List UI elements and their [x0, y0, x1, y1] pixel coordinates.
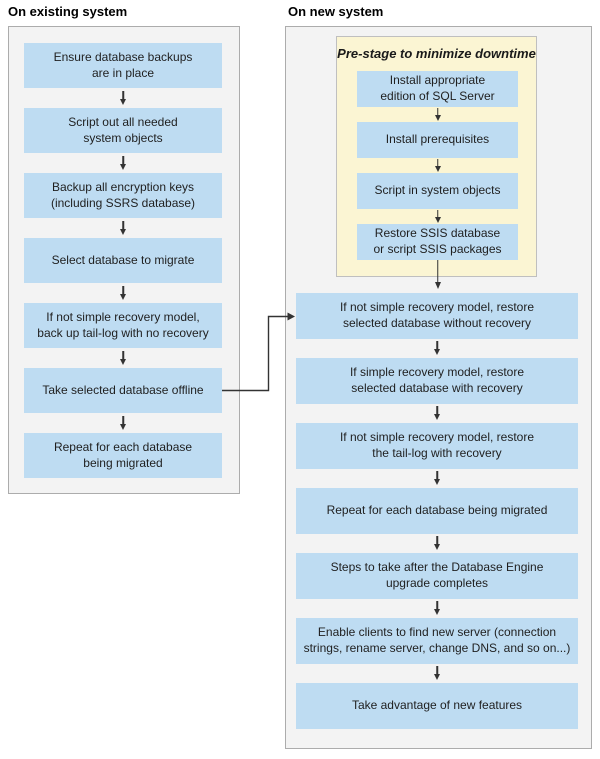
new-step-new-features: Take advantage of new features: [296, 683, 578, 729]
down-arrow-icon: [296, 339, 578, 358]
down-arrow-icon: [24, 348, 222, 368]
existing-step-ensure-backups: Ensure database backups are in place: [24, 43, 222, 88]
down-arrow-icon: [24, 413, 222, 433]
existing-step-backup-encryption-keys: Backup all encryption keys (including SS…: [24, 173, 222, 218]
new-step-restore-with-recovery: If simple recovery model, restore select…: [296, 358, 578, 404]
existing-system-panel: Ensure database backups are in place Scr…: [8, 26, 240, 494]
new-step-post-upgrade-steps: Steps to take after the Database Engine …: [296, 553, 578, 599]
prestage-exit-down-arrow-icon: [423, 260, 452, 292]
down-arrow-icon: [24, 283, 222, 303]
down-arrow-icon: [24, 88, 222, 108]
down-arrow-icon: [357, 209, 518, 224]
existing-step-backup-taillog: If not simple recovery model, back up ta…: [24, 303, 222, 348]
new-step-enable-clients: Enable clients to find new server (conne…: [296, 618, 578, 664]
prestage-step-install-prerequisites: Install prerequisites: [357, 122, 518, 158]
existing-step-take-offline: Take selected database offline: [24, 368, 222, 413]
existing-system-title: On existing system: [8, 4, 128, 19]
prestage-panel: Pre-stage to minimize downtime Install a…: [336, 36, 537, 277]
down-arrow-icon: [24, 153, 222, 173]
prestage-step-restore-ssis: Restore SSIS database or script SSIS pac…: [357, 224, 518, 260]
down-arrow-icon: [357, 158, 518, 173]
down-arrow-icon: [24, 218, 222, 238]
existing-step-select-database: Select database to migrate: [24, 238, 222, 283]
down-arrow-icon: [296, 469, 578, 488]
down-arrow-icon: [296, 404, 578, 423]
existing-system-flow: Ensure database backups are in place Scr…: [24, 43, 222, 478]
down-arrow-icon: [296, 534, 578, 553]
new-system-panel: Pre-stage to minimize downtime Install a…: [285, 26, 592, 749]
existing-step-script-objects: Script out all needed system objects: [24, 108, 222, 153]
new-system-flow: If not simple recovery model, restore se…: [296, 293, 578, 729]
new-system-title: On new system: [288, 4, 384, 19]
existing-step-repeat: Repeat for each database being migrated: [24, 433, 222, 478]
new-step-restore-taillog: If not simple recovery model, restore th…: [296, 423, 578, 469]
new-step-restore-without-recovery: If not simple recovery model, restore se…: [296, 293, 578, 339]
new-step-repeat: Repeat for each database being migrated: [296, 488, 578, 534]
prestage-step-script-system-objects: Script in system objects: [357, 173, 518, 209]
prestage-title: Pre-stage to minimize downtime: [337, 46, 536, 61]
down-arrow-icon: [296, 664, 578, 683]
down-arrow-icon: [357, 107, 518, 122]
down-arrow-icon: [296, 599, 578, 618]
prestage-flow: Install appropriate edition of SQL Serve…: [357, 71, 518, 260]
prestage-step-install-sql-server: Install appropriate edition of SQL Serve…: [357, 71, 518, 107]
